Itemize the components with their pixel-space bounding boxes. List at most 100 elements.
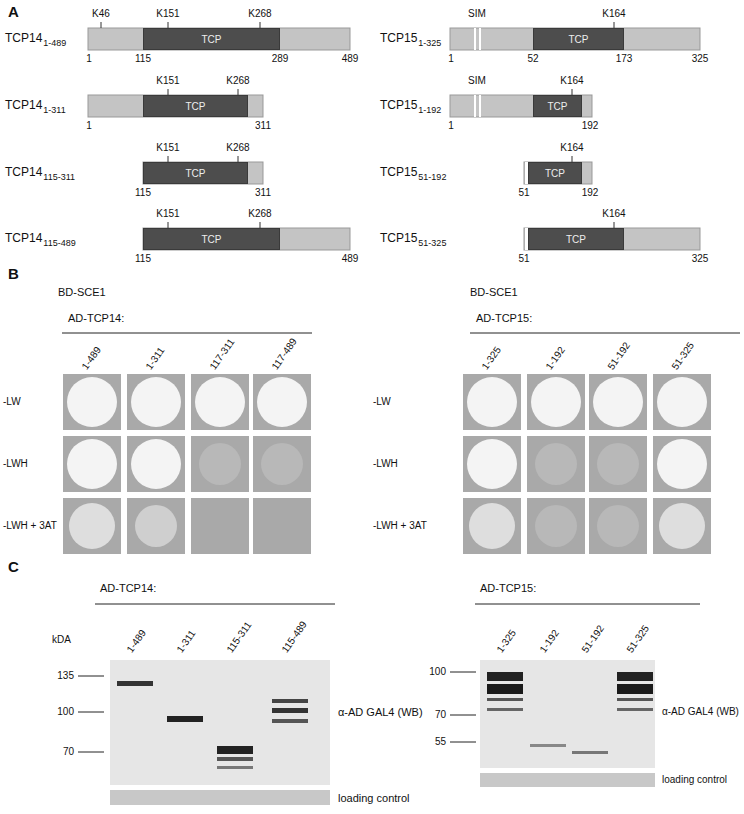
figure-label: TCP15 — [380, 32, 417, 46]
figure-label: 55 — [435, 736, 446, 748]
figure-label: K151 — [156, 208, 179, 220]
figure-label: 70 — [63, 746, 74, 758]
lane-label: 1-311 — [174, 628, 198, 655]
figure-label: TCP15 — [380, 232, 417, 246]
construct-range: 115-311 — [43, 172, 75, 182]
figure-label: 100 — [429, 666, 446, 678]
figure-label: 1 — [448, 53, 454, 65]
figure-label: K164 — [602, 8, 625, 20]
figure-label: TCP14 — [5, 32, 42, 46]
figure-label: -LW — [373, 396, 391, 408]
figure-label: 115 — [135, 253, 151, 265]
figure-label: 192 — [582, 120, 599, 132]
figure-label: 192 — [582, 187, 599, 199]
construct-range: 1-192 — [418, 105, 441, 115]
figure-label: K151 — [156, 8, 179, 20]
figure-label: -LWH — [3, 458, 28, 470]
domain-label: TCP — [186, 168, 206, 179]
tcp-domain-box: TCP — [528, 228, 624, 250]
figure-label: K164 — [560, 75, 583, 87]
figure-label: K268 — [248, 8, 271, 20]
lane-label: 1-192 — [537, 628, 561, 656]
figure-label: 1 — [448, 120, 454, 132]
figure-label: -LWH + 3AT — [3, 520, 57, 532]
figure-label: TCP15 — [380, 166, 417, 180]
figure-label: 1 — [86, 120, 92, 132]
figure-label: TCP14 — [5, 166, 42, 180]
figure-label: AD-TCP15: — [480, 582, 536, 595]
figure-label: K268 — [248, 208, 271, 220]
lane-label: 1-489 — [79, 345, 103, 373]
figure-label: 135 — [57, 670, 74, 682]
tcp-domain-box: TCP — [143, 28, 280, 50]
figure-label: K268 — [226, 75, 249, 87]
lane-label: 1-192 — [543, 345, 567, 373]
construct-range: 51-325 — [418, 238, 446, 248]
figure-label: C — [8, 558, 19, 575]
figure-label: TCP14 — [5, 99, 42, 113]
figure-label: 311 — [255, 120, 271, 132]
domain-label: TCP — [545, 168, 565, 179]
figure-label: 100 — [57, 706, 74, 718]
lane-label: 1-311 — [143, 345, 167, 372]
figure-label: 489 — [342, 253, 359, 265]
figure-label: -LWH + 3AT — [373, 520, 427, 532]
figure-label: A — [8, 3, 19, 20]
figure-label: SIM — [468, 8, 486, 20]
figure-label: AD-TCP14: — [100, 582, 156, 595]
domain-label: TCP — [202, 234, 222, 245]
figure-label: TCP15 — [380, 99, 417, 113]
domain-label: TCP — [186, 101, 206, 112]
lane-label: 51-192 — [579, 623, 606, 655]
figure-label: SIM — [468, 75, 486, 87]
tcp-domain-box: TCP — [143, 95, 248, 117]
figure-label: K164 — [602, 208, 625, 220]
figure-label: 70 — [435, 709, 446, 721]
figure-label: 489 — [342, 53, 359, 65]
figure-label: 289 — [272, 53, 289, 65]
figure-label: α-AD GAL4 (WB) — [662, 706, 739, 718]
lane-label: 51-325 — [624, 623, 651, 655]
lane-label: 1-489 — [124, 628, 148, 656]
tcp-domain-box: TCP — [528, 162, 582, 184]
figure-label: BD-SCE1 — [58, 286, 106, 299]
figure-label: K151 — [156, 142, 179, 154]
domain-label: TCP — [569, 34, 589, 45]
figure-label: -LW — [3, 396, 21, 408]
figure-label: BD-SCE1 — [470, 286, 518, 299]
tcp-domain-box: TCP — [533, 28, 624, 50]
tcp-domain-box: TCP — [143, 162, 248, 184]
figure-label: 311 — [255, 187, 271, 199]
figure-label: 115 — [135, 187, 151, 199]
figure-label: TCP14 — [5, 232, 42, 246]
domain-label: TCP — [566, 234, 586, 245]
figure-label: 325 — [692, 253, 709, 265]
figure-label: K268 — [226, 142, 249, 154]
construct-range: 115-489 — [43, 238, 75, 248]
lane-label: 117-489 — [269, 336, 299, 372]
figure-label: 51 — [518, 253, 529, 265]
tcp-domain-box: TCP — [533, 95, 582, 117]
lane-label: 1-325 — [479, 345, 503, 373]
figure-label: loading control — [662, 774, 727, 786]
figure-label: -LWH — [373, 458, 398, 470]
figure-label: K164 — [560, 142, 583, 154]
lane-label: 117-311 — [207, 337, 237, 372]
construct-range: 51-192 — [418, 172, 446, 182]
tcp-domain-box: TCP — [143, 228, 280, 250]
figure-label: loading control — [338, 792, 410, 805]
figure-label: 51 — [518, 187, 529, 199]
lane-label: 51-325 — [669, 340, 696, 372]
construct-range: 1-489 — [43, 38, 66, 48]
lane-label: 1-325 — [494, 628, 518, 656]
figure-label: α-AD GAL4 (WB) — [338, 706, 423, 719]
domain-label: TCP — [202, 34, 222, 45]
figure-label: 325 — [692, 53, 709, 65]
figure-label: kDA — [52, 634, 71, 646]
figure-label: 115 — [135, 53, 151, 65]
figure-label: 173 — [616, 53, 633, 65]
figure-label: B — [8, 265, 19, 282]
figure-label: 52 — [527, 53, 538, 65]
